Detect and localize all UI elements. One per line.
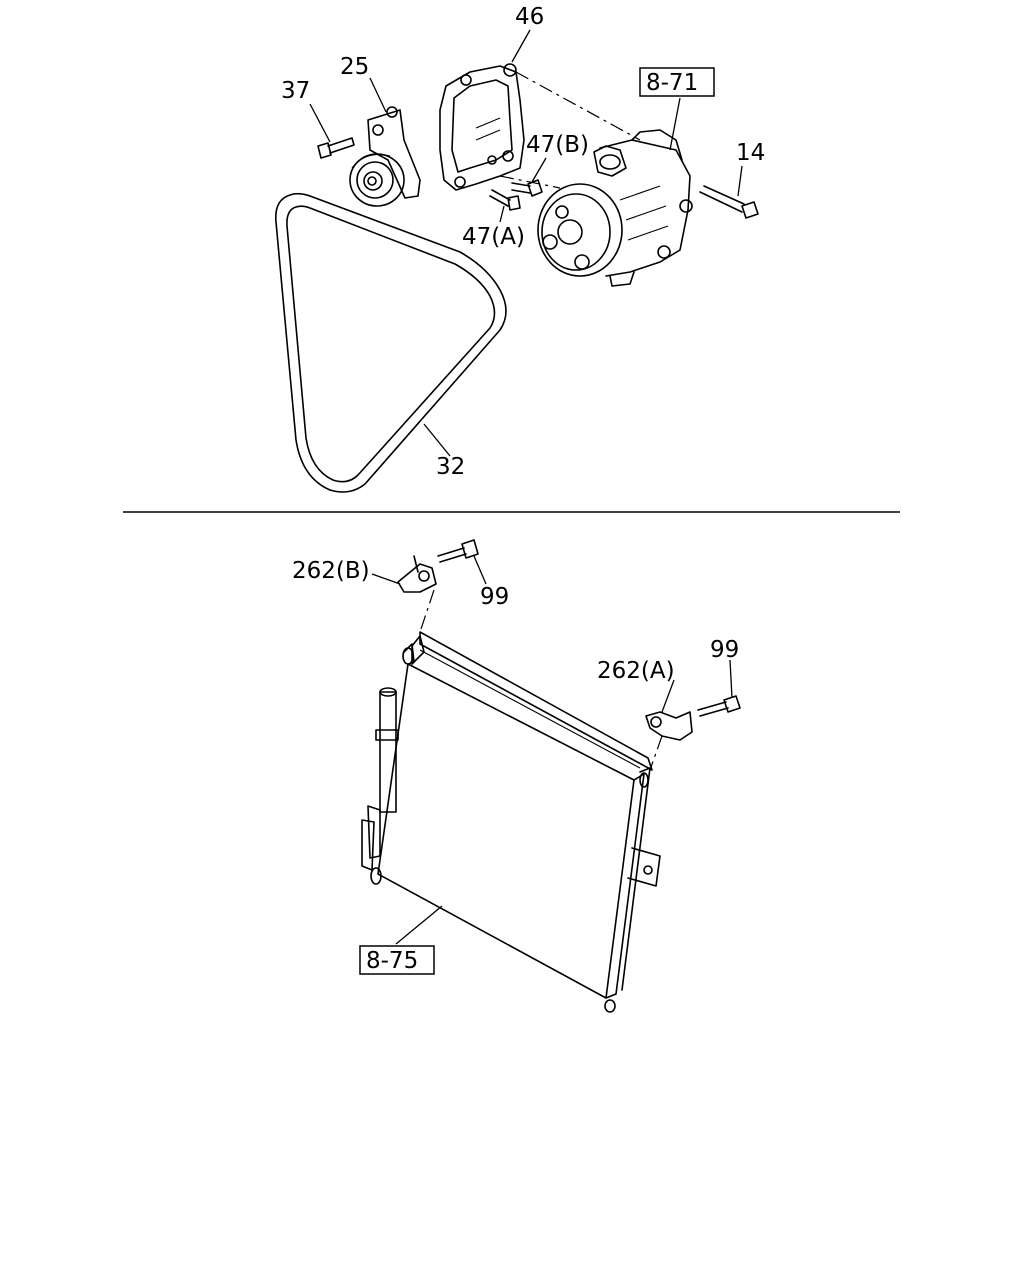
label-25: 25 [340,54,369,80]
label-262b: 262(B) [292,558,370,584]
bolt-47b [511,179,543,197]
bracket-262b [397,555,437,593]
compressor-bracket [439,63,525,191]
bolt-99-right [697,695,741,717]
label-99-right: 99 [710,637,739,663]
ref-8-71: 8-71 [646,70,698,96]
label-46: 46 [515,4,544,30]
idler-pulley [349,106,421,207]
condenser [361,631,661,1013]
label-47b: 47(B) [526,132,589,158]
label-99-top: 99 [480,584,509,610]
leader-lines-top [309,29,743,457]
ref-box-8-75 [359,945,435,975]
bolt-14 [699,185,759,219]
leader-lines-bottom [371,555,733,945]
label-262a: 262(A) [597,658,675,684]
label-37: 37 [281,78,310,104]
label-47a: 47(A) [462,224,525,250]
bracket-262a [645,711,693,741]
label-32: 32 [436,454,465,480]
drive-belt [274,192,507,493]
ref-8-75: 8-75 [366,948,418,974]
label-14: 14 [736,140,765,166]
bolt-99-top [437,539,479,563]
bolt-47a [489,189,521,211]
ref-box-8-71 [639,67,715,97]
ac-compressor [537,129,693,287]
bolt-37 [317,137,355,159]
